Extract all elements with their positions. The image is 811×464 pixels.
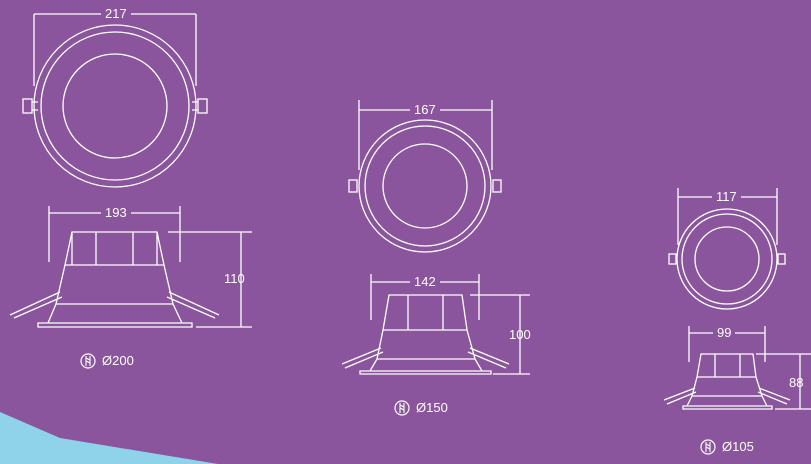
large-cutout-label: Ø200 — [102, 353, 134, 368]
medium-cutout-label: Ø150 — [416, 400, 448, 415]
large-downlight-top-view — [22, 13, 208, 188]
drill-bit-icon — [700, 439, 716, 455]
large-height-label: 110 — [224, 271, 245, 286]
small-side-width-label: 99 — [713, 326, 736, 340]
small-downlight-top-view — [668, 188, 786, 310]
medium-top-diameter-label: 167 — [410, 103, 440, 117]
drill-bit-icon — [80, 353, 96, 369]
large-downlight-side-view — [9, 206, 252, 328]
large-cutout: Ø200 — [80, 353, 134, 369]
medium-downlight-side-view — [341, 274, 530, 375]
corner-accent — [0, 412, 218, 464]
medium-cutout: Ø150 — [394, 400, 448, 416]
small-downlight-side-view — [663, 326, 811, 410]
medium-height-label: 100 — [509, 327, 531, 342]
large-top-diameter-label: 217 — [101, 7, 131, 21]
small-cutout-label: Ø105 — [722, 439, 754, 454]
small-top-diameter-label: 117 — [712, 190, 741, 204]
large-side-width-label: 193 — [101, 206, 131, 220]
medium-side-width-label: 142 — [410, 275, 440, 289]
small-height-label: 88 — [789, 375, 804, 390]
small-cutout: Ø105 — [700, 439, 754, 455]
drill-bit-icon — [394, 400, 410, 416]
medium-downlight-top-view — [348, 100, 502, 253]
